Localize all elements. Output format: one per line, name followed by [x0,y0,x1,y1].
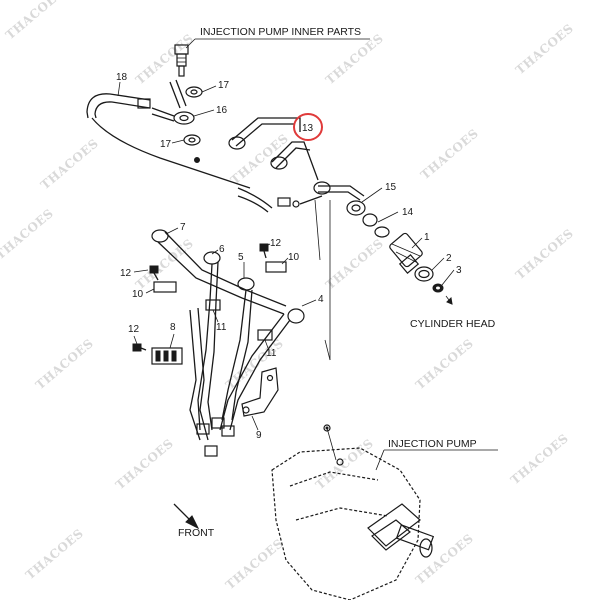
inner-parts-label: INJECTION PUMP INNER PARTS [200,26,361,38]
front-label: FRONT [178,527,215,539]
watermark: THACOES [133,236,196,292]
injector-nozzle-1 [389,232,423,274]
callout-5: 5 [238,252,244,263]
gasket-2 [414,266,434,282]
bleeder-screw [174,44,189,77]
leak-off-hose-18 [86,81,251,189]
bolts-12 [132,243,269,352]
callout-2: 2 [446,253,452,264]
clamp-11-upper [205,299,221,311]
callout-11-lower: 11 [266,348,277,359]
washer-17-bottom [183,134,201,163]
callout-12-lower: 12 [128,324,140,335]
watermark: THACOES [323,236,386,292]
callout-17-bottom: 17 [160,139,172,150]
watermark: THACOES [223,536,286,592]
callout-11-upper: 11 [216,322,227,333]
pump-flange [367,503,435,558]
callouts: 18 17 16 17 13 15 14 1 2 3 7 6 5 12 10 1… [116,72,462,441]
front-arrow [173,503,200,530]
watermark: THACOES [508,431,571,487]
callout-7: 7 [180,222,186,233]
watermark: THACOES [228,131,291,187]
clamp-plate-8 [151,347,183,365]
injection-pump-leader [375,449,385,471]
callout-14: 14 [402,207,414,218]
watermark: THACOES [3,0,66,42]
part-14-a [362,213,378,227]
part-14-b [374,226,390,238]
injection-pipe-bundle [151,229,305,457]
washer-17-top [185,86,203,98]
cylinder-head-label: CYLINDER HEAD [410,318,496,330]
injection-pipe-13 [228,117,365,201]
callout-6: 6 [219,244,225,255]
watermark: THACOES [0,206,56,262]
return-pipe [237,187,323,213]
watermark: THACOES [513,21,576,77]
clamp-10-right [265,261,287,273]
bracket-9 [241,367,279,417]
callout-9: 9 [256,430,262,441]
callout-3: 3 [456,265,462,276]
watermark: THACOES [113,436,176,492]
watermark: THACOES [413,531,476,587]
callout-15: 15 [385,182,397,193]
watermark: THACOES [413,336,476,392]
clamp-10-left [153,281,177,293]
callout-12-right: 12 [270,238,282,249]
callout-16: 16 [216,105,228,116]
watermark-layer: THACOES THACOES THACOES THACOES THACOES … [0,0,576,592]
reference-lines [314,199,337,461]
banjo-bolt-16 [151,79,195,125]
injection-pump-label: INJECTION PUMP [388,438,477,450]
watermark: THACOES [223,336,286,392]
watermark: THACOES [313,436,376,492]
watermark: THACOES [418,126,481,182]
callout-12-left: 12 [120,268,132,279]
inner-parts-group: INJECTION PUMP INNER PARTS [174,26,370,77]
nozzle-holder-assembly [346,200,453,305]
callout-8: 8 [170,322,176,333]
injection-pump-body [271,424,435,600]
callout-10-right: 10 [288,252,300,263]
watermark: THACOES [23,526,86,582]
callout-18: 18 [116,72,128,83]
callout-17-top: 17 [218,80,230,91]
callout-1: 1 [424,232,430,243]
watermark: THACOES [33,336,96,392]
watermark: THACOES [513,226,576,282]
callout-13: 13 [302,123,314,134]
part-15 [346,200,366,216]
callout-10-left: 10 [132,289,144,300]
highlight-circle [293,113,323,141]
callout-4: 4 [318,294,324,305]
watermark: THACOES [323,31,386,87]
watermark: THACOES [133,31,196,87]
watermark: THACOES [38,136,101,192]
